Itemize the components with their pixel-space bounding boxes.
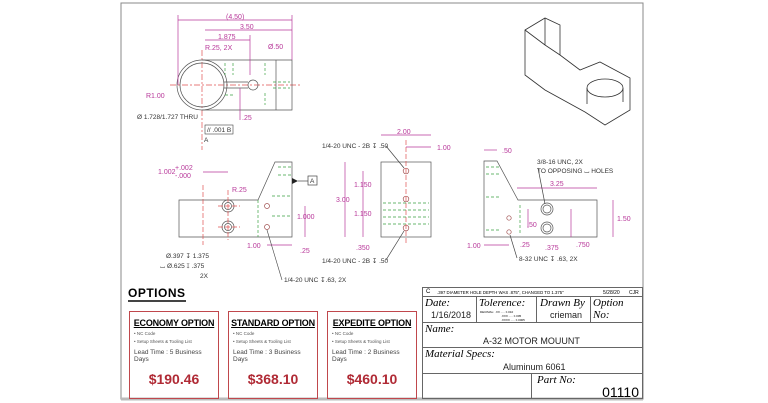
dim-25-right: .25 xyxy=(520,242,530,249)
dim-50b: .50 xyxy=(527,222,537,229)
dim-750: .750 xyxy=(576,242,590,249)
option-price: $190.46 xyxy=(148,371,200,387)
lead-time: Lead Time : 5 Business Days xyxy=(134,349,202,363)
option-price: $460.10 xyxy=(346,371,398,387)
option-no-cell: Option No: xyxy=(590,296,643,323)
name-cell: Name: A-32 MOTOR MOUUNT xyxy=(422,322,643,348)
dim-1000: 1.000 xyxy=(297,214,315,221)
option-item: • Setup Sheets & Tooling List xyxy=(332,339,390,344)
side-view xyxy=(344,134,432,261)
tolerance-line: .XXX ..... ±.005 xyxy=(501,314,522,318)
date-cell: Date: 1/16/2018 xyxy=(422,296,477,323)
option-item: • Setup Sheets & Tooling List xyxy=(233,339,291,344)
rev-desc: .397 DIAMETER HOLE DEPTH WAS .875", CHAN… xyxy=(437,290,564,295)
dim-100: 1.00 xyxy=(247,243,261,250)
dim-25-front: .25 xyxy=(300,248,310,255)
dim-r25: R.25, 2X xyxy=(205,45,233,52)
tap-callout-bottom: 1/4-20 UNC - 2B ↧ .50 xyxy=(322,257,389,265)
name-label: Name: xyxy=(425,323,455,335)
dim-100-right: 1.00 xyxy=(467,243,481,250)
dim-100-side: 1.00 xyxy=(437,145,451,152)
tolerance-line: .XXXX ..... ±.0005 xyxy=(501,318,525,322)
isometric-view xyxy=(524,17,631,126)
dim-350-side: .350 xyxy=(356,245,370,252)
drawn-by-value: crieman xyxy=(550,310,583,320)
cbore-callout-1: Ø.397 ↧ 1.375 xyxy=(166,252,209,260)
material-value: Aluminum 6061 xyxy=(503,362,566,372)
dim-200: 2.00 xyxy=(397,129,411,136)
tol-minus: -.000 xyxy=(175,173,191,180)
options-heading: OPTIONS xyxy=(128,286,186,302)
tap-callout-832: 8-32 UNC ↧ .63, 2X xyxy=(519,255,578,263)
tap-callout-38: 3/8-16 UNC, 2X xyxy=(537,159,584,166)
option-item: • NC Code xyxy=(134,331,156,336)
rev-letter: C xyxy=(426,289,431,295)
dim-1150-a: 1.150 xyxy=(354,182,372,189)
tap-callout-top: 1/4-20 UNC - 2B ↧ .50 xyxy=(322,142,389,150)
part-no-label: Part No: xyxy=(537,374,576,386)
tolerance-line: DECIMAL: .XX ..... ±.010 xyxy=(480,310,514,314)
parallelism-fcf: // .001 B xyxy=(207,127,231,134)
dim-1150-b: 1.150 xyxy=(354,211,372,218)
dim-dia50: Ø.50 xyxy=(268,44,283,51)
dim-1002: 1.002 xyxy=(158,169,176,176)
part-no-value: 01110 xyxy=(602,384,639,400)
rev-by: CJR xyxy=(629,290,639,296)
option-item: • Setup Sheets & Tooling List xyxy=(134,339,192,344)
material-label: Material Specs: xyxy=(425,348,495,360)
dim-350: 3.50 xyxy=(240,24,254,31)
option-title: ECONOMY OPTION xyxy=(133,318,215,328)
tap-callout-front: 1/4-20 UNC ↧.63, 2X xyxy=(284,276,347,284)
option-item: • NC Code xyxy=(233,331,255,336)
front-view xyxy=(178,161,318,246)
dim-300: 3.00 xyxy=(336,197,350,204)
part-no-cell: Part No: 01110 xyxy=(531,373,643,400)
option-item: • NC Code xyxy=(332,331,354,336)
drawn-by-cell: Drawn By crieman xyxy=(536,296,591,323)
material-cell: Material Specs: Aluminum 6061 xyxy=(422,347,643,374)
bore-callout: Ø 1.728/1.727 THRU xyxy=(137,114,198,121)
top-view xyxy=(170,15,300,150)
expedite-option-card[interactable]: EXPEDITE OPTION • NC Code • Setup Sheets… xyxy=(327,311,417,399)
dim-150: 1.50 xyxy=(617,216,631,223)
rev-date: 5/28/20 xyxy=(603,290,620,296)
option-price: $368.10 xyxy=(247,371,299,387)
dim-375: .375 xyxy=(545,245,559,252)
cbore-callout-2: ⌴ Ø.625 ↧ .375 xyxy=(160,263,205,270)
date-label: Date: xyxy=(425,297,451,309)
datum-a-label: A xyxy=(204,137,209,144)
dim-r100: R1.00 xyxy=(146,93,165,100)
blank-cell xyxy=(422,373,532,399)
option-no-label: Option No: xyxy=(593,297,624,321)
economy-option-card[interactable]: ECONOMY OPTION • NC Code • Setup Sheets … xyxy=(129,311,219,399)
datum-a-flag: A xyxy=(310,178,315,185)
dim-r25-front: R.25 xyxy=(232,187,247,194)
tap-callout-opposing: TO OPPOSING ⌴ HOLES xyxy=(537,168,614,175)
dim-325: 3.25 xyxy=(550,181,564,188)
lead-time: Lead Time : 3 Business Days xyxy=(233,349,301,363)
dim-50-right: .50 xyxy=(502,148,512,155)
cbore-callout-3: 2X xyxy=(200,273,209,280)
part-name: A-32 MOTOR MOUUNT xyxy=(483,336,580,346)
date-value: 1/16/2018 xyxy=(431,310,472,320)
standard-option-card[interactable]: STANDARD OPTION • NC Code • Setup Sheets… xyxy=(228,311,318,399)
right-view xyxy=(483,149,614,259)
dim-overall-length: (4.50) xyxy=(226,14,244,21)
lead-time: Lead Time : 2 Business Days xyxy=(332,349,400,363)
drawn-by-label: Drawn By xyxy=(540,297,585,309)
title-block: C .397 DIAMETER HOLE DEPTH WAS .875", CH… xyxy=(422,287,643,400)
dim-25: .25 xyxy=(242,115,252,122)
tolerance-cell: Tolerence: DECIMAL: .XX ..... ±.010 .XXX… xyxy=(476,296,537,323)
option-title: EXPEDITE OPTION xyxy=(332,318,412,328)
tol-plus: +.002 xyxy=(175,165,193,172)
option-title: STANDARD OPTION xyxy=(231,318,315,328)
tolerance-label: Tolerence: xyxy=(479,297,526,309)
dim-1875: 1.875 xyxy=(218,34,236,41)
